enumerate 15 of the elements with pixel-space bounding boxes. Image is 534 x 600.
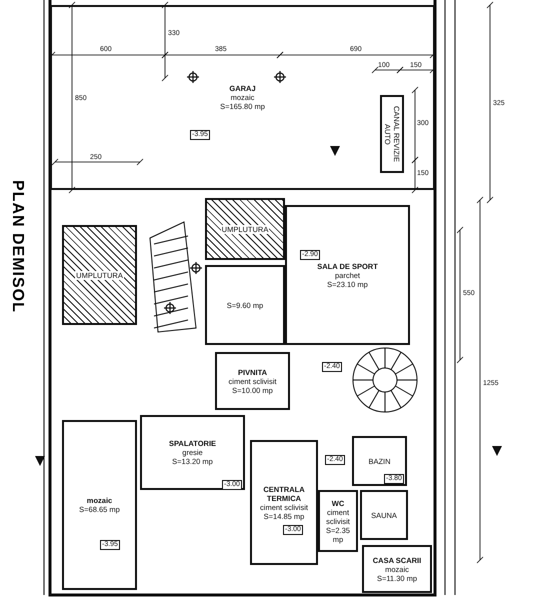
room-outline	[205, 265, 285, 345]
hatched-fill-area	[62, 225, 137, 325]
room-outline	[360, 490, 408, 540]
room-outline	[362, 545, 432, 593]
room-outline	[318, 490, 358, 552]
room-outline	[352, 436, 407, 486]
room-outline	[285, 205, 410, 345]
room-outline	[62, 420, 137, 590]
room-outline	[215, 352, 290, 410]
hatched-fill-area	[205, 198, 285, 260]
room-outline	[50, 5, 435, 190]
plan-title: PLAN DEMISOL	[8, 180, 26, 313]
room-outline	[250, 440, 318, 565]
room-outline	[140, 415, 245, 490]
room-outline	[380, 95, 404, 173]
